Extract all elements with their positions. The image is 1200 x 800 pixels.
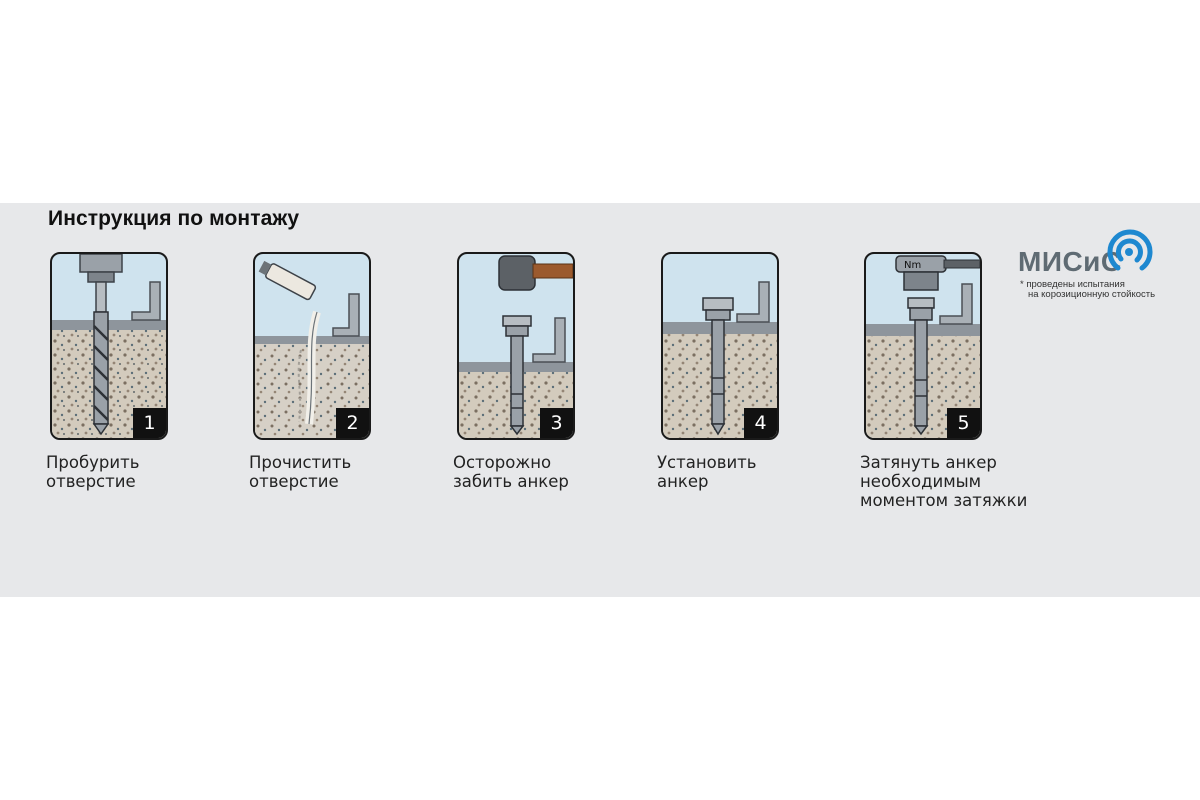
logo-note-line1: * проведены испытания [1020,279,1125,290]
hammer-anchor-icon [459,255,573,438]
caption-line: отверстие [46,472,136,491]
install-anchor-icon [663,281,777,438]
step-number: 5 [947,408,980,438]
logo-text: МИСиС [1018,246,1122,277]
step-3-caption: Осторожно забить анкер [453,453,657,491]
step-number: 2 [336,408,369,438]
step-3: 3 Осторожно забить анкер [453,252,657,491]
caption-line: Прочистить [249,453,352,472]
content-band [0,203,1200,597]
logo-note: * проведены испытания на корозиционную с… [1020,280,1155,300]
step-5: Nm 5 Затянуть анкер необходимым моментом… [860,252,1064,510]
step-3-illustration: 3 [457,252,575,440]
step-4: 4 Установить анкер [657,252,861,491]
torque-label: Nm [904,260,921,271]
step-number: 4 [744,408,777,438]
logo-circles-icon [1107,229,1153,271]
caption-line: Осторожно [453,453,552,472]
step-4-caption: Установить анкер [657,453,861,491]
misis-logo: МИСиС * проведены испытания на корозицио… [1018,224,1178,304]
step-number: 3 [540,408,573,438]
step-number: 1 [133,408,166,438]
step-2: 2 Прочистить отверстие [249,252,453,491]
caption-line: отверстие [249,472,339,491]
step-1-illustration: 1 [50,252,168,440]
step-5-illustration: Nm 5 [864,252,982,440]
step-1-caption: Пробурить отверстие [46,453,250,491]
step-2-caption: Прочистить отверстие [249,453,453,491]
caption-line: забить анкер [453,472,569,491]
page-title: Инструкция по монтажу [48,207,300,230]
logo-note-line2: на корозиционную стойкость [1028,289,1156,300]
caption-line: Затянуть анкер [860,453,997,472]
caption-line: моментом затяжки [860,491,1028,510]
step-1: 1 Пробурить отверстие [46,252,250,491]
caption-line: Пробурить [46,453,140,472]
caption-line: Установить [657,453,757,472]
torque-wrench-icon: Nm [866,255,980,438]
caption-line: необходимым [860,472,982,491]
caption-line: анкер [657,472,709,491]
step-2-illustration: 2 [253,252,371,440]
step-5-caption: Затянуть анкер необходимым моментом затя… [860,453,1064,510]
step-4-illustration: 4 [661,252,779,440]
